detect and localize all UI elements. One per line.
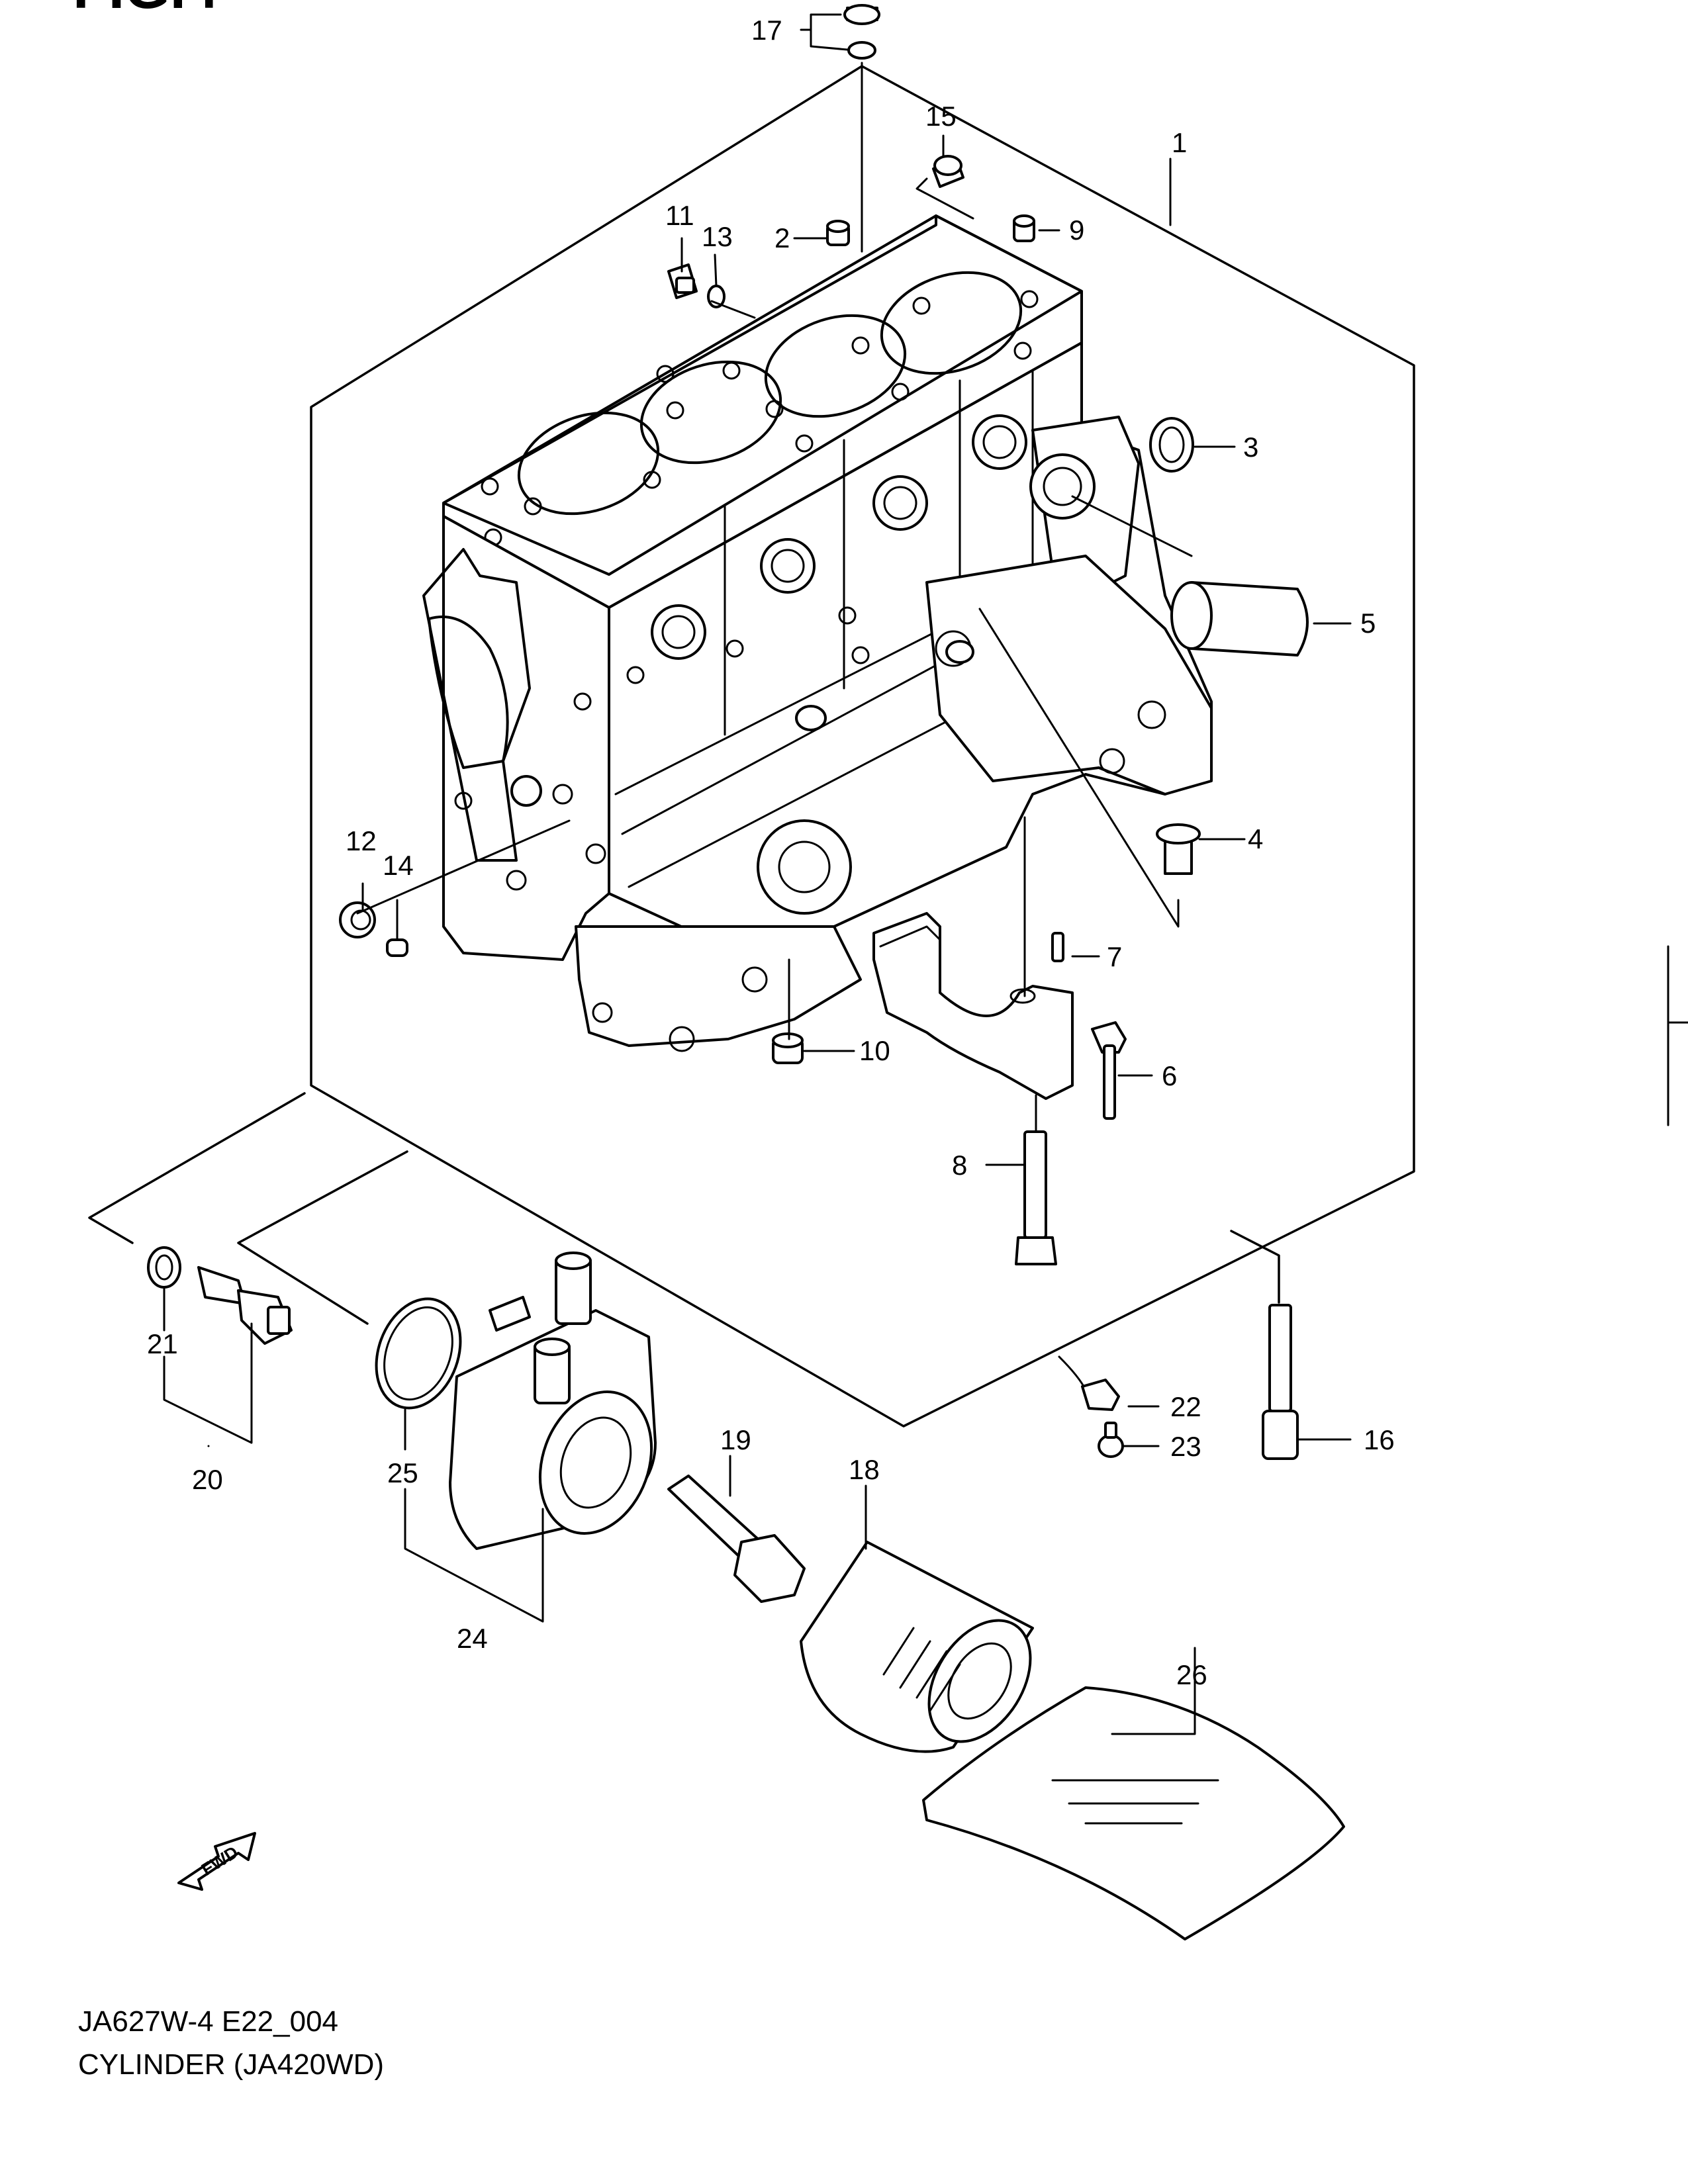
callout-19: 19 — [720, 1424, 751, 1455]
callout-25: 25 — [387, 1457, 418, 1488]
part-15-cap — [932, 155, 964, 188]
edge-marks — [1667, 945, 1688, 1126]
part-21-washer — [147, 1246, 181, 1289]
callout-24: 24 — [457, 1623, 488, 1654]
cylinder-block-frame — [310, 65, 1415, 1428]
figure-label: FIG.4 — [73, 0, 218, 21]
callout-15: 15 — [925, 101, 957, 132]
part-24-oil-cooler — [449, 1251, 657, 1550]
footer-title: CYLINDER (JA420WD) — [78, 2048, 385, 2081]
leader-lines — [163, 13, 1352, 1735]
part-16-bolt — [1262, 1304, 1299, 1460]
callout-4: 4 — [1248, 823, 1263, 854]
callout-5: 5 — [1360, 608, 1376, 639]
part-20-switch — [197, 1266, 293, 1345]
callout-23: 23 — [1170, 1431, 1201, 1462]
callout-8: 8 — [952, 1150, 967, 1181]
oil-cooler-frame-mid — [237, 1150, 408, 1325]
part-8-bolt — [1015, 1130, 1057, 1265]
callout-21: 21 — [147, 1328, 178, 1359]
callout-9: 9 — [1069, 214, 1084, 246]
part-6-tube — [1091, 1021, 1127, 1120]
callout-26: 26 — [1176, 1659, 1207, 1690]
part-4-plug — [1156, 823, 1201, 875]
bearing-cap — [872, 912, 1074, 1100]
part-14-pin — [386, 938, 408, 957]
callout-1: 1 — [1172, 127, 1187, 158]
callout-18: 18 — [849, 1454, 880, 1485]
fwd-arrow-icon: FWD — [177, 1832, 256, 1891]
part-26-gasket — [922, 1686, 1345, 1940]
part-17-plug — [843, 4, 880, 60]
part-12-plug — [339, 901, 376, 938]
callout-22: 22 — [1170, 1391, 1201, 1422]
part-25-oring — [375, 1297, 462, 1410]
part-7-pin — [1051, 932, 1064, 962]
callout-6: 6 — [1162, 1060, 1177, 1091]
part-3-seal — [1149, 417, 1194, 473]
part-10-plug — [772, 1032, 804, 1064]
oil-cooler-frame-left — [88, 1092, 306, 1244]
callout-12: 12 — [346, 825, 377, 856]
footer-code: JA627W-4 E22_004 — [78, 2005, 339, 2038]
part-9-dowel — [1013, 214, 1035, 242]
callout-3: 3 — [1243, 432, 1258, 463]
part-5-pipe — [1170, 581, 1309, 657]
callout-20: 20 — [192, 1464, 223, 1495]
part-19-union-bolt — [667, 1475, 806, 1603]
callout-17: 17 — [751, 15, 782, 46]
callout-16: 16 — [1364, 1424, 1395, 1455]
callout-10: 10 — [859, 1035, 890, 1066]
oil-cooler-frame-right — [1230, 1230, 1280, 1304]
part-18-oil-filter — [800, 1541, 1034, 1753]
part-2-dowel — [826, 220, 850, 246]
callout-7: 7 — [1107, 941, 1122, 972]
callout-2: 2 — [774, 222, 790, 253]
callout-13: 13 — [702, 221, 733, 252]
part-23-bolt — [1098, 1422, 1124, 1458]
part-22-clamp — [1058, 1355, 1120, 1411]
callout-11: 11 — [665, 200, 694, 231]
callout-14: 14 — [383, 850, 414, 881]
cylinder-block — [422, 214, 1213, 1052]
